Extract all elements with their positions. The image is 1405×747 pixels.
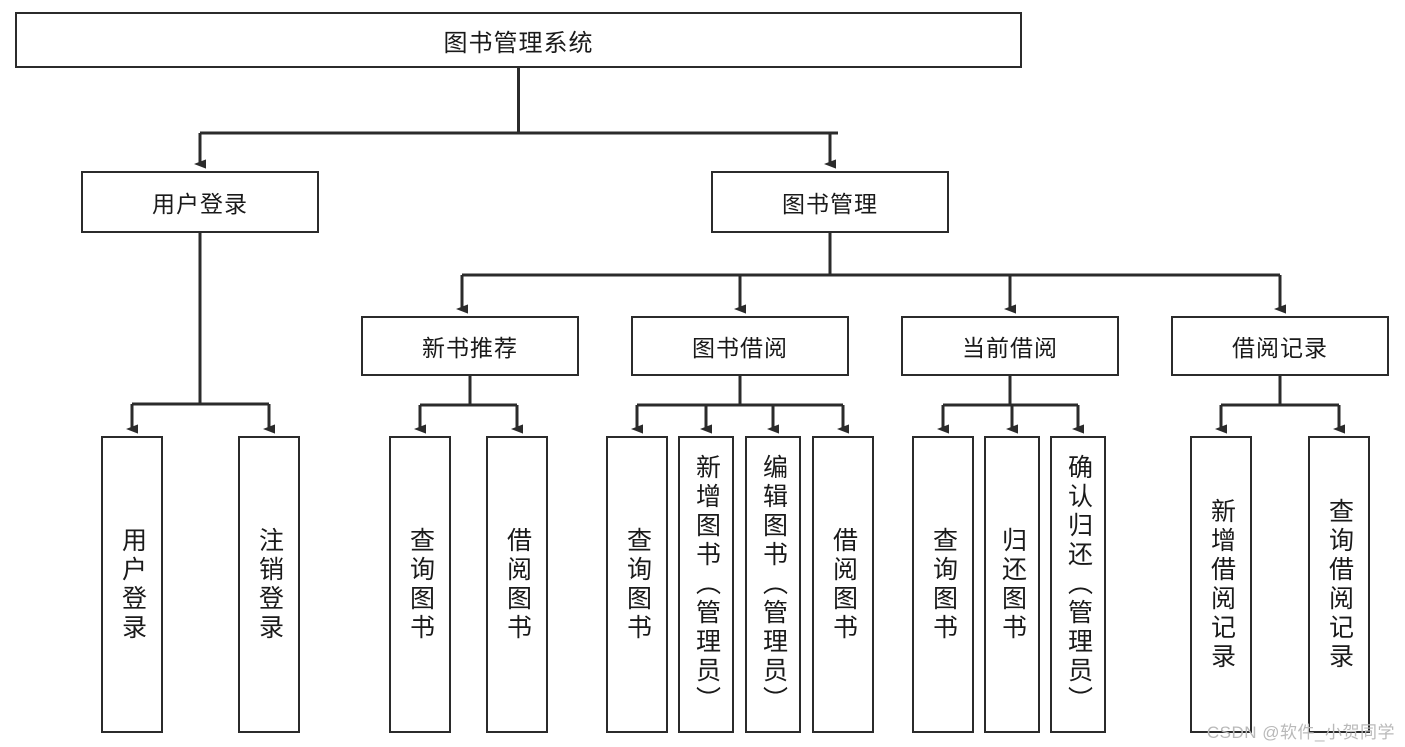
leaf-add-book-admin[interactable]: 新增图书（管理员） [678, 436, 734, 733]
leaf-add-borrow-record-label: 新增借阅记录 [1207, 497, 1236, 672]
leaf-borrow-book-label: 借阅图书 [829, 526, 858, 643]
leaf-query-book-borrow-label: 查询图书 [623, 526, 652, 643]
leaf-edit-book-admin[interactable]: 编辑图书（管理员） [745, 436, 801, 733]
node-book-borrow[interactable]: 图书借阅 [631, 316, 849, 376]
node-user-login-label: 用户登录 [152, 191, 248, 217]
leaf-borrow-book-new[interactable]: 借阅图书 [486, 436, 548, 733]
node-book-borrow-label: 图书借阅 [692, 335, 788, 361]
csdn-watermark: CSDN @软件_小贺同学 [1206, 723, 1395, 742]
node-current-borrow-label: 当前借阅 [962, 335, 1058, 361]
leaf-query-book-current[interactable]: 查询图书 [912, 436, 974, 733]
leaf-query-borrow-record-label: 查询借阅记录 [1325, 497, 1354, 672]
leaf-user-login-label: 用户登录 [118, 526, 147, 643]
leaf-query-book-new[interactable]: 查询图书 [389, 436, 451, 733]
node-borrow-record[interactable]: 借阅记录 [1171, 316, 1389, 376]
leaf-return-book[interactable]: 归还图书 [984, 436, 1040, 733]
leaf-borrow-book-new-label: 借阅图书 [503, 526, 532, 643]
leaf-return-book-label: 归还图书 [998, 526, 1027, 643]
leaf-query-book-borrow[interactable]: 查询图书 [606, 436, 668, 733]
leaf-query-borrow-record[interactable]: 查询借阅记录 [1308, 436, 1370, 733]
node-borrow-record-label: 借阅记录 [1232, 335, 1328, 361]
leaf-edit-book-admin-label: 编辑图书（管理员） [759, 454, 788, 715]
node-new-book-recommend[interactable]: 新书推荐 [361, 316, 579, 376]
node-current-borrow[interactable]: 当前借阅 [901, 316, 1119, 376]
leaf-add-book-admin-label: 新增图书（管理员） [692, 454, 721, 715]
node-new-book-recommend-label: 新书推荐 [422, 335, 518, 361]
node-book-management-label: 图书管理 [782, 191, 878, 217]
leaf-confirm-return-admin-label: 确认归还（管理员） [1064, 454, 1093, 715]
node-user-login[interactable]: 用户登录 [81, 171, 319, 233]
leaf-query-book-new-label: 查询图书 [406, 526, 435, 643]
leaf-logout-label: 注销登录 [255, 526, 284, 643]
node-root[interactable]: 图书管理系统 [15, 12, 1022, 68]
node-book-management[interactable]: 图书管理 [711, 171, 949, 233]
leaf-borrow-book[interactable]: 借阅图书 [812, 436, 874, 733]
leaf-confirm-return-admin[interactable]: 确认归还（管理员） [1050, 436, 1106, 733]
leaf-user-login[interactable]: 用户登录 [101, 436, 163, 733]
leaf-add-borrow-record[interactable]: 新增借阅记录 [1190, 436, 1252, 733]
leaf-query-book-current-label: 查询图书 [929, 526, 958, 643]
node-root-label: 图书管理系统 [443, 29, 594, 57]
leaf-logout[interactable]: 注销登录 [238, 436, 300, 733]
